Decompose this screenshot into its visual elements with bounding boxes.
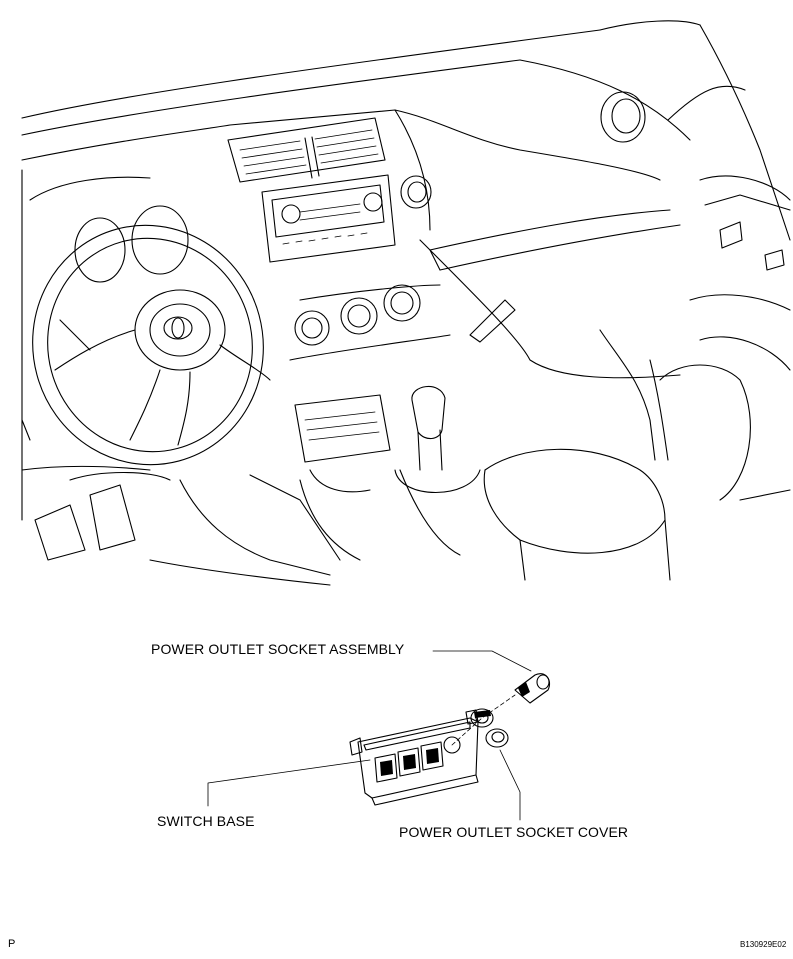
figure-code: B130929E02: [740, 940, 787, 949]
socket-assembly-label: POWER OUTLET SOCKET ASSEMBLY: [151, 641, 405, 657]
dashboard-drawing: [21, 20, 791, 586]
parts-drawing: [207, 650, 551, 821]
corner-mark: P: [8, 938, 16, 950]
switch-base-label: SWITCH BASE: [157, 813, 255, 829]
socket-cover-label: POWER OUTLET SOCKET COVER: [399, 824, 629, 840]
